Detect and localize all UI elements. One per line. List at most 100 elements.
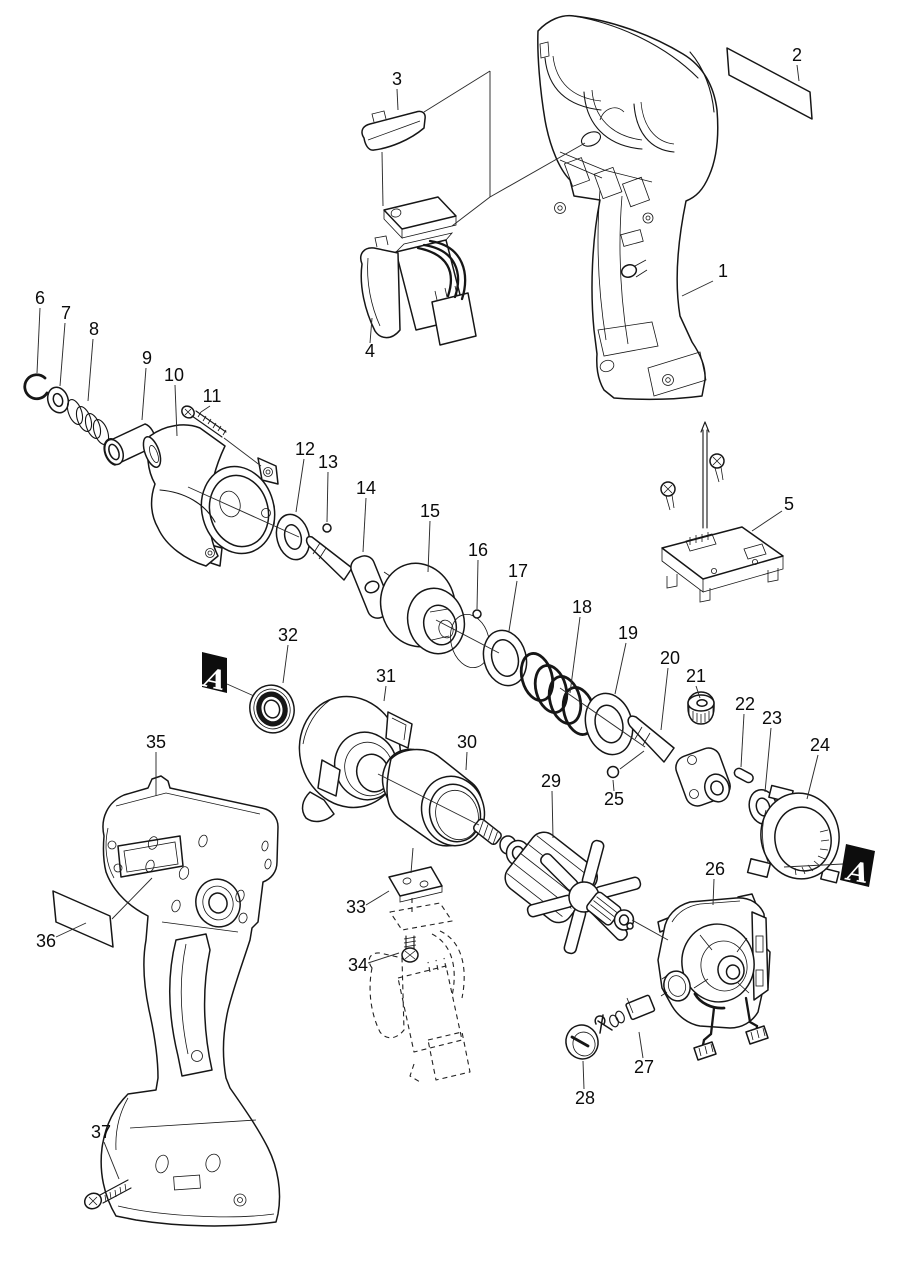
part-ball-13: [322, 523, 332, 533]
leader-line-16: [476, 559, 479, 610]
part-label-25: 25: [604, 789, 624, 809]
part-label-33: 33: [346, 897, 366, 917]
part-label-20: 20: [660, 648, 680, 668]
leader-line-1: [681, 280, 714, 297]
part-label-14: 14: [356, 478, 376, 498]
part-screw-37: [83, 1179, 132, 1210]
part-label-29: 29: [541, 771, 561, 791]
part-label-10: 10: [164, 365, 184, 385]
part-label-23: 23: [762, 708, 782, 728]
leader-line-28: [582, 1060, 585, 1090]
part-housing-right: [537, 14, 719, 401]
part-label-5: 5: [784, 494, 794, 514]
part-washer-19: [584, 692, 634, 756]
leader-line-31: [383, 685, 387, 702]
leader-line-2: [796, 64, 800, 82]
part-yoke-30: [381, 748, 486, 847]
part-flat-washer-7: [46, 386, 70, 414]
leader-line-25: [612, 779, 615, 792]
part-label-7: 7: [61, 303, 71, 323]
part-name-plate-2: [726, 47, 813, 120]
part-label-32: 32: [278, 625, 298, 645]
leader-line-4: [369, 317, 373, 344]
part-label-1: 1: [718, 261, 728, 281]
part-label-8: 8: [89, 319, 99, 339]
leader-line-34: [367, 952, 400, 964]
leader-line-11: [200, 405, 211, 413]
leader-line-30: [465, 751, 468, 771]
part-switch-lever-3: [361, 110, 426, 151]
leader-line-13: [326, 471, 329, 523]
leader-line-15: [427, 520, 431, 573]
marker-leader-0: [226, 683, 255, 697]
part-label-19: 19: [618, 623, 638, 643]
assembly-markers: AA: [199, 652, 875, 890]
part-label-6: 6: [35, 288, 45, 308]
part-labels: 1234567891011121314151617181920212223242…: [35, 45, 830, 1180]
leader-line-22: [740, 713, 745, 768]
leader-line-27: [638, 1031, 644, 1059]
marker-flag-1: [840, 844, 875, 887]
part-rear-cover-26: [657, 893, 771, 1061]
part-brush-cap-28: [565, 1024, 599, 1060]
part-ball-bearing-32: [249, 684, 295, 734]
leader-line-19: [614, 642, 627, 695]
ghost-switch-position: [368, 898, 471, 1083]
part-spring-8: [66, 399, 110, 445]
leader-line-7: [59, 322, 66, 387]
part-spring-18: [519, 652, 597, 736]
part-label-18: 18: [572, 597, 592, 617]
leader-line-6: [36, 307, 41, 374]
reference-lines: [111, 70, 669, 941]
marker-leader-1: [783, 863, 844, 868]
part-label-16: 16: [468, 540, 488, 560]
part-label-22: 22: [735, 694, 755, 714]
leader-line-20: [660, 667, 669, 731]
part-ball-25: [606, 765, 620, 779]
part-stop-ring-6: [23, 373, 49, 401]
part-label-27: 27: [634, 1057, 654, 1077]
part-bearing-box-31: [298, 695, 413, 823]
part-housing-left: [100, 775, 281, 1227]
leader-line-36: [55, 922, 87, 938]
part-label-3: 3: [392, 69, 402, 89]
part-label-9: 9: [142, 348, 152, 368]
part-label-35: 35: [146, 732, 166, 752]
leader-line-3: [396, 88, 399, 111]
part-washer-12: [275, 513, 311, 561]
part-label-31: 31: [376, 666, 396, 686]
part-carbon-brush-27: [594, 994, 656, 1034]
part-label-11: 11: [203, 386, 222, 406]
part-pin-22: [733, 767, 754, 784]
part-label-13: 13: [318, 452, 338, 472]
part-screw-34: [401, 935, 419, 963]
part-spindle-20: [627, 715, 731, 807]
part-label-2: 2: [792, 45, 802, 65]
part-label-4: 4: [365, 341, 375, 361]
leader-line-9: [141, 367, 147, 421]
part-label-37: 37: [91, 1122, 111, 1142]
leader-line-26: [712, 878, 715, 906]
part-label-17: 17: [508, 561, 528, 581]
part-hammer-case-10: [142, 424, 279, 567]
part-sleeve-9: [103, 423, 157, 466]
part-plate-33: [388, 866, 443, 903]
part-armature-29: [472, 818, 642, 955]
leader-line-24: [806, 754, 819, 800]
part-name-plate-36: [52, 890, 114, 948]
marker-flag-0: [202, 652, 227, 693]
part-screw-11: [181, 405, 227, 438]
part-internal-gear-24: [746, 784, 840, 884]
part-label-34: 34: [348, 955, 368, 975]
part-label-26: 26: [705, 859, 725, 879]
part-terminal-5: [660, 421, 784, 603]
part-label-28: 28: [575, 1088, 595, 1108]
part-hammer-15: [379, 562, 466, 655]
leader-line-10: [174, 384, 178, 437]
part-label-21: 21: [686, 666, 706, 686]
leader-line-18: [569, 616, 581, 694]
leader-line-5: [751, 510, 783, 532]
leader-line-37: [103, 1141, 120, 1180]
part-label-36: 36: [36, 931, 56, 951]
